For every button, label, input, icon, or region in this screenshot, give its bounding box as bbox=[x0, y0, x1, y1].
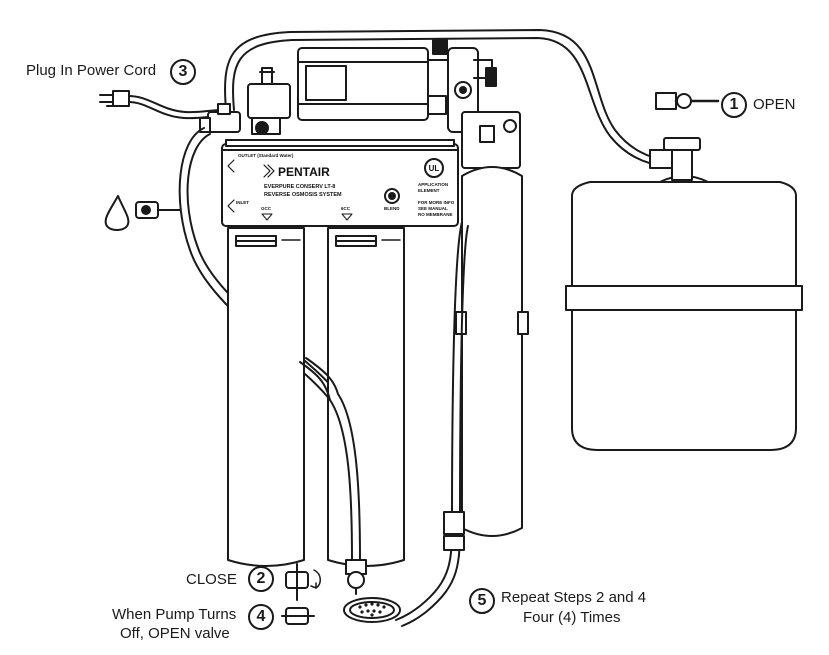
plate-inlet-label: INLET bbox=[236, 200, 249, 205]
open-label: OPEN bbox=[753, 96, 796, 113]
prefilter-housing-left bbox=[227, 227, 305, 567]
ul-badge bbox=[424, 158, 444, 178]
pump-off-label-line2: Off, OPEN valve bbox=[120, 625, 230, 642]
blend-knob bbox=[384, 188, 400, 204]
water-drop-icon bbox=[104, 195, 130, 231]
drain-fitting bbox=[345, 559, 367, 595]
step-5-badge: 5 bbox=[469, 588, 495, 614]
plate-info2: SEE MANUAL bbox=[418, 206, 448, 211]
plate-outlet-label: OUTLET (Standard Water) bbox=[238, 153, 294, 158]
step-2-badge: 2 bbox=[248, 566, 274, 592]
close-label: CLOSE bbox=[186, 571, 237, 588]
prefilter-housing-right bbox=[327, 227, 405, 567]
step-3-badge: 3 bbox=[170, 59, 196, 85]
inlet-tee-fitting bbox=[199, 103, 241, 133]
tank-valve-icon bbox=[655, 92, 720, 110]
plate-blend-label: BLEND bbox=[384, 206, 400, 211]
power-cord bbox=[127, 95, 223, 114]
repeat-label-line1: Repeat Steps 2 and 4 bbox=[501, 589, 647, 606]
pump-off-label-line1: When Pump Turns bbox=[112, 606, 237, 623]
plate-ul-text: UL bbox=[429, 164, 440, 173]
plate-approval-sub: ELEMENT bbox=[418, 188, 440, 193]
power-plug bbox=[99, 90, 130, 107]
step-4-badge: 4 bbox=[248, 604, 274, 630]
repeat-label-line2: Four (4) Times bbox=[523, 609, 621, 626]
control-plate bbox=[221, 139, 459, 227]
close-valve-icon bbox=[285, 563, 321, 601]
feed-valve-icon bbox=[135, 201, 181, 219]
open-valve-icon bbox=[281, 607, 315, 625]
plate-model-line1: EVERPURE CONSERV LT-8 bbox=[264, 184, 335, 190]
plate-approval: APPLICATION bbox=[418, 182, 448, 187]
tank-supply-tubing bbox=[224, 29, 666, 161]
plug-in-label: Plug In Power Cord bbox=[26, 62, 157, 79]
plate-info3: RO MEMBRANE bbox=[418, 212, 453, 217]
sink-drain-icon bbox=[343, 597, 401, 623]
plate-info1: FOR MORE INFO bbox=[418, 200, 455, 205]
pressure-switch bbox=[247, 67, 291, 135]
storage-tank bbox=[565, 137, 803, 451]
step-1-badge: 1 bbox=[721, 92, 747, 118]
drain-tubing bbox=[395, 221, 463, 621]
plate-port-left: GCC bbox=[261, 206, 272, 211]
plate-port-right: 6CC bbox=[341, 206, 351, 211]
membrane-housing bbox=[455, 166, 529, 537]
plate-model-line2: REVERSE OSMOSIS SYSTEM bbox=[264, 192, 342, 198]
plate-brand: PENTAIR bbox=[278, 165, 330, 179]
